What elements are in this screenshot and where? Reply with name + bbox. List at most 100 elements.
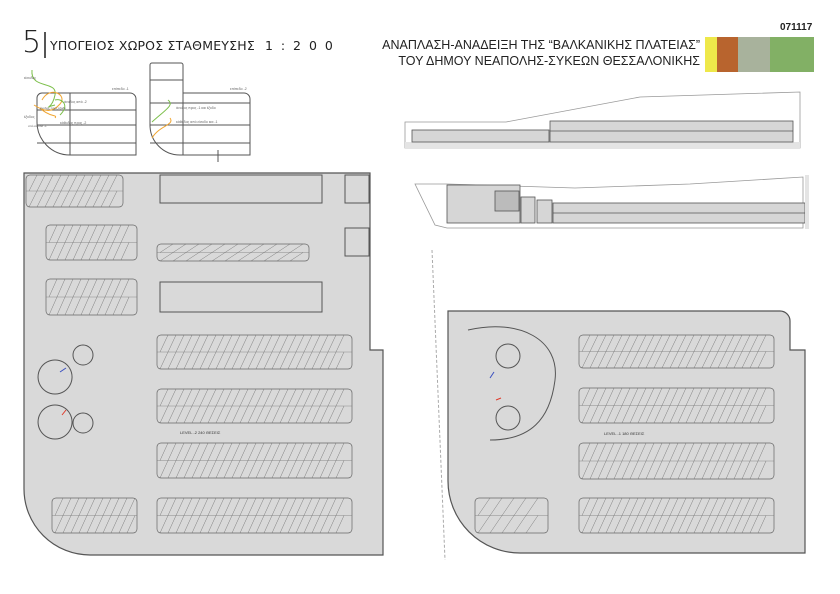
parking-bay xyxy=(489,515,503,534)
parking-bay xyxy=(709,351,719,369)
parking-bay xyxy=(669,351,679,369)
parking-bay xyxy=(661,334,671,352)
parking-bay xyxy=(224,252,239,262)
section-b xyxy=(414,175,809,229)
parking-bay xyxy=(102,497,112,516)
parking-bay xyxy=(215,460,225,479)
parking-bay xyxy=(741,387,751,406)
parking-row xyxy=(156,334,353,370)
parking-bay xyxy=(749,405,759,424)
parking-bay xyxy=(621,405,631,424)
parking-bay xyxy=(645,334,655,352)
parking-bay xyxy=(94,515,104,534)
parking-bay xyxy=(215,351,225,370)
parking-bay xyxy=(247,405,257,424)
parking-bay xyxy=(56,242,66,261)
parking-bay xyxy=(255,334,265,353)
parking-bay xyxy=(669,442,679,462)
parking-bay xyxy=(239,497,249,516)
parking-bay xyxy=(94,497,104,516)
drawing-code: 071117 xyxy=(780,22,813,33)
parking-row xyxy=(156,243,310,262)
parking-bay xyxy=(78,497,88,516)
parking-bay xyxy=(589,351,599,369)
parking-bay xyxy=(287,405,297,424)
parking-bay xyxy=(613,442,623,462)
parking-bay xyxy=(263,351,273,370)
parking-bay xyxy=(56,224,66,243)
parking-bay xyxy=(247,388,257,407)
parking-bay xyxy=(645,515,655,534)
parking-bay xyxy=(525,515,539,534)
parking-bay xyxy=(199,388,209,407)
parking-bay xyxy=(223,405,233,424)
diagram-label-exit: έξοδος xyxy=(24,115,35,119)
parking-bay xyxy=(215,334,225,353)
parking-bay xyxy=(199,515,209,534)
parking-bay xyxy=(717,497,727,516)
parking-bay xyxy=(661,497,671,516)
parking-bay xyxy=(271,351,281,370)
parking-bay xyxy=(605,515,615,534)
parking-bay xyxy=(44,174,54,192)
parking-bay xyxy=(605,460,615,480)
parking-row xyxy=(51,497,138,534)
parking-bay xyxy=(319,405,329,424)
parking-bay xyxy=(327,334,337,353)
parking-bay xyxy=(239,405,249,424)
parking-bay xyxy=(223,460,233,479)
parking-bay xyxy=(311,334,321,353)
parking-bay xyxy=(224,243,239,253)
parking-bay xyxy=(250,243,265,253)
parking-bay xyxy=(629,334,639,352)
parking-bay xyxy=(191,334,201,353)
parking-bay xyxy=(717,387,727,406)
parking-bay xyxy=(120,242,130,261)
parking-bay xyxy=(581,405,591,424)
parking-row xyxy=(156,497,353,534)
parking-bay xyxy=(279,388,289,407)
parking-bay xyxy=(72,296,82,316)
parking-bay xyxy=(749,442,759,462)
parking-bay xyxy=(335,442,345,461)
parking-bay xyxy=(88,242,98,261)
parking-bay xyxy=(621,334,631,352)
parking-bay xyxy=(223,351,233,370)
parking-bay xyxy=(183,334,193,353)
parking-bay xyxy=(167,497,177,516)
parking-bay xyxy=(717,351,727,369)
parking-bay xyxy=(637,351,647,369)
parking-bay xyxy=(733,387,743,406)
parking-bay xyxy=(100,174,110,192)
parking-bay xyxy=(685,334,695,352)
parking-bay xyxy=(271,388,281,407)
diagram-label-level-2: επίπεδο -2 xyxy=(230,87,247,91)
parking-bay xyxy=(693,334,703,352)
parking-bay xyxy=(198,252,213,262)
parking-bay xyxy=(86,497,96,516)
parking-bay xyxy=(199,460,209,479)
parking-bay xyxy=(263,388,273,407)
parking-bay xyxy=(56,296,66,316)
parking-bay xyxy=(48,296,58,316)
parking-bay xyxy=(263,334,273,353)
parking-bay xyxy=(247,351,257,370)
parking-bay xyxy=(28,174,38,192)
parking-bay xyxy=(645,405,655,424)
parking-bay xyxy=(96,242,106,261)
parking-bay xyxy=(589,515,599,534)
parking-bay xyxy=(84,190,94,208)
parking-bay xyxy=(295,351,305,370)
parking-bay xyxy=(581,460,591,480)
parking-bay xyxy=(311,351,321,370)
parking-bay xyxy=(159,460,169,479)
parking-bay xyxy=(605,387,615,406)
parking-bay xyxy=(48,242,58,261)
parking-bay xyxy=(247,515,257,534)
parking-bay xyxy=(613,334,623,352)
parking-bay xyxy=(92,190,102,208)
parking-bay xyxy=(86,515,96,534)
parking-bay xyxy=(319,351,329,370)
parking-bay xyxy=(72,278,82,298)
